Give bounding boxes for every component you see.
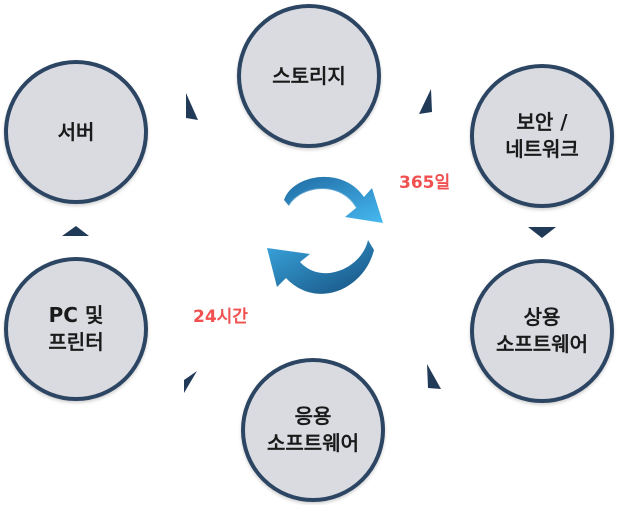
node-pc-printer-line2: 프린터 <box>48 330 104 354</box>
node-security-network-line1: 보안 / <box>516 110 568 134</box>
node-storage: 스토리지 <box>237 4 381 148</box>
node-application-software-line1: 응용 <box>294 404 332 428</box>
flow-arrow-icon <box>186 93 198 120</box>
node-server-label: 서버 <box>57 119 95 144</box>
flow-arrow-icon <box>528 227 556 238</box>
flow-arrow-icon <box>419 89 432 114</box>
node-application-software-line2: 소프트웨어 <box>267 431 359 455</box>
node-pc-printer-line1: PC 및 <box>48 303 104 327</box>
label-24-hours: 24시간 <box>193 307 248 327</box>
flow-arrow-icon <box>62 226 89 236</box>
flow-arrow-icon <box>184 371 197 393</box>
node-commercial-software: 상용 소프트웨어 <box>470 259 614 403</box>
label-365-days: 365일 <box>399 173 451 193</box>
refresh-cycle-icon <box>267 176 383 294</box>
node-application-software: 응용 소프트웨어 <box>241 358 385 502</box>
node-pc-printer: PC 및 프린터 <box>4 257 148 401</box>
node-security-network: 보안 / 네트워크 <box>470 64 614 208</box>
node-commercial-software-line2: 소프트웨어 <box>496 332 588 356</box>
node-server: 서버 <box>4 60 148 204</box>
node-security-network-line2: 네트워크 <box>505 137 579 161</box>
node-commercial-software-line1: 상용 <box>523 305 561 329</box>
node-storage-label: 스토리지 <box>272 63 346 88</box>
flow-arrow-icon <box>427 364 441 389</box>
